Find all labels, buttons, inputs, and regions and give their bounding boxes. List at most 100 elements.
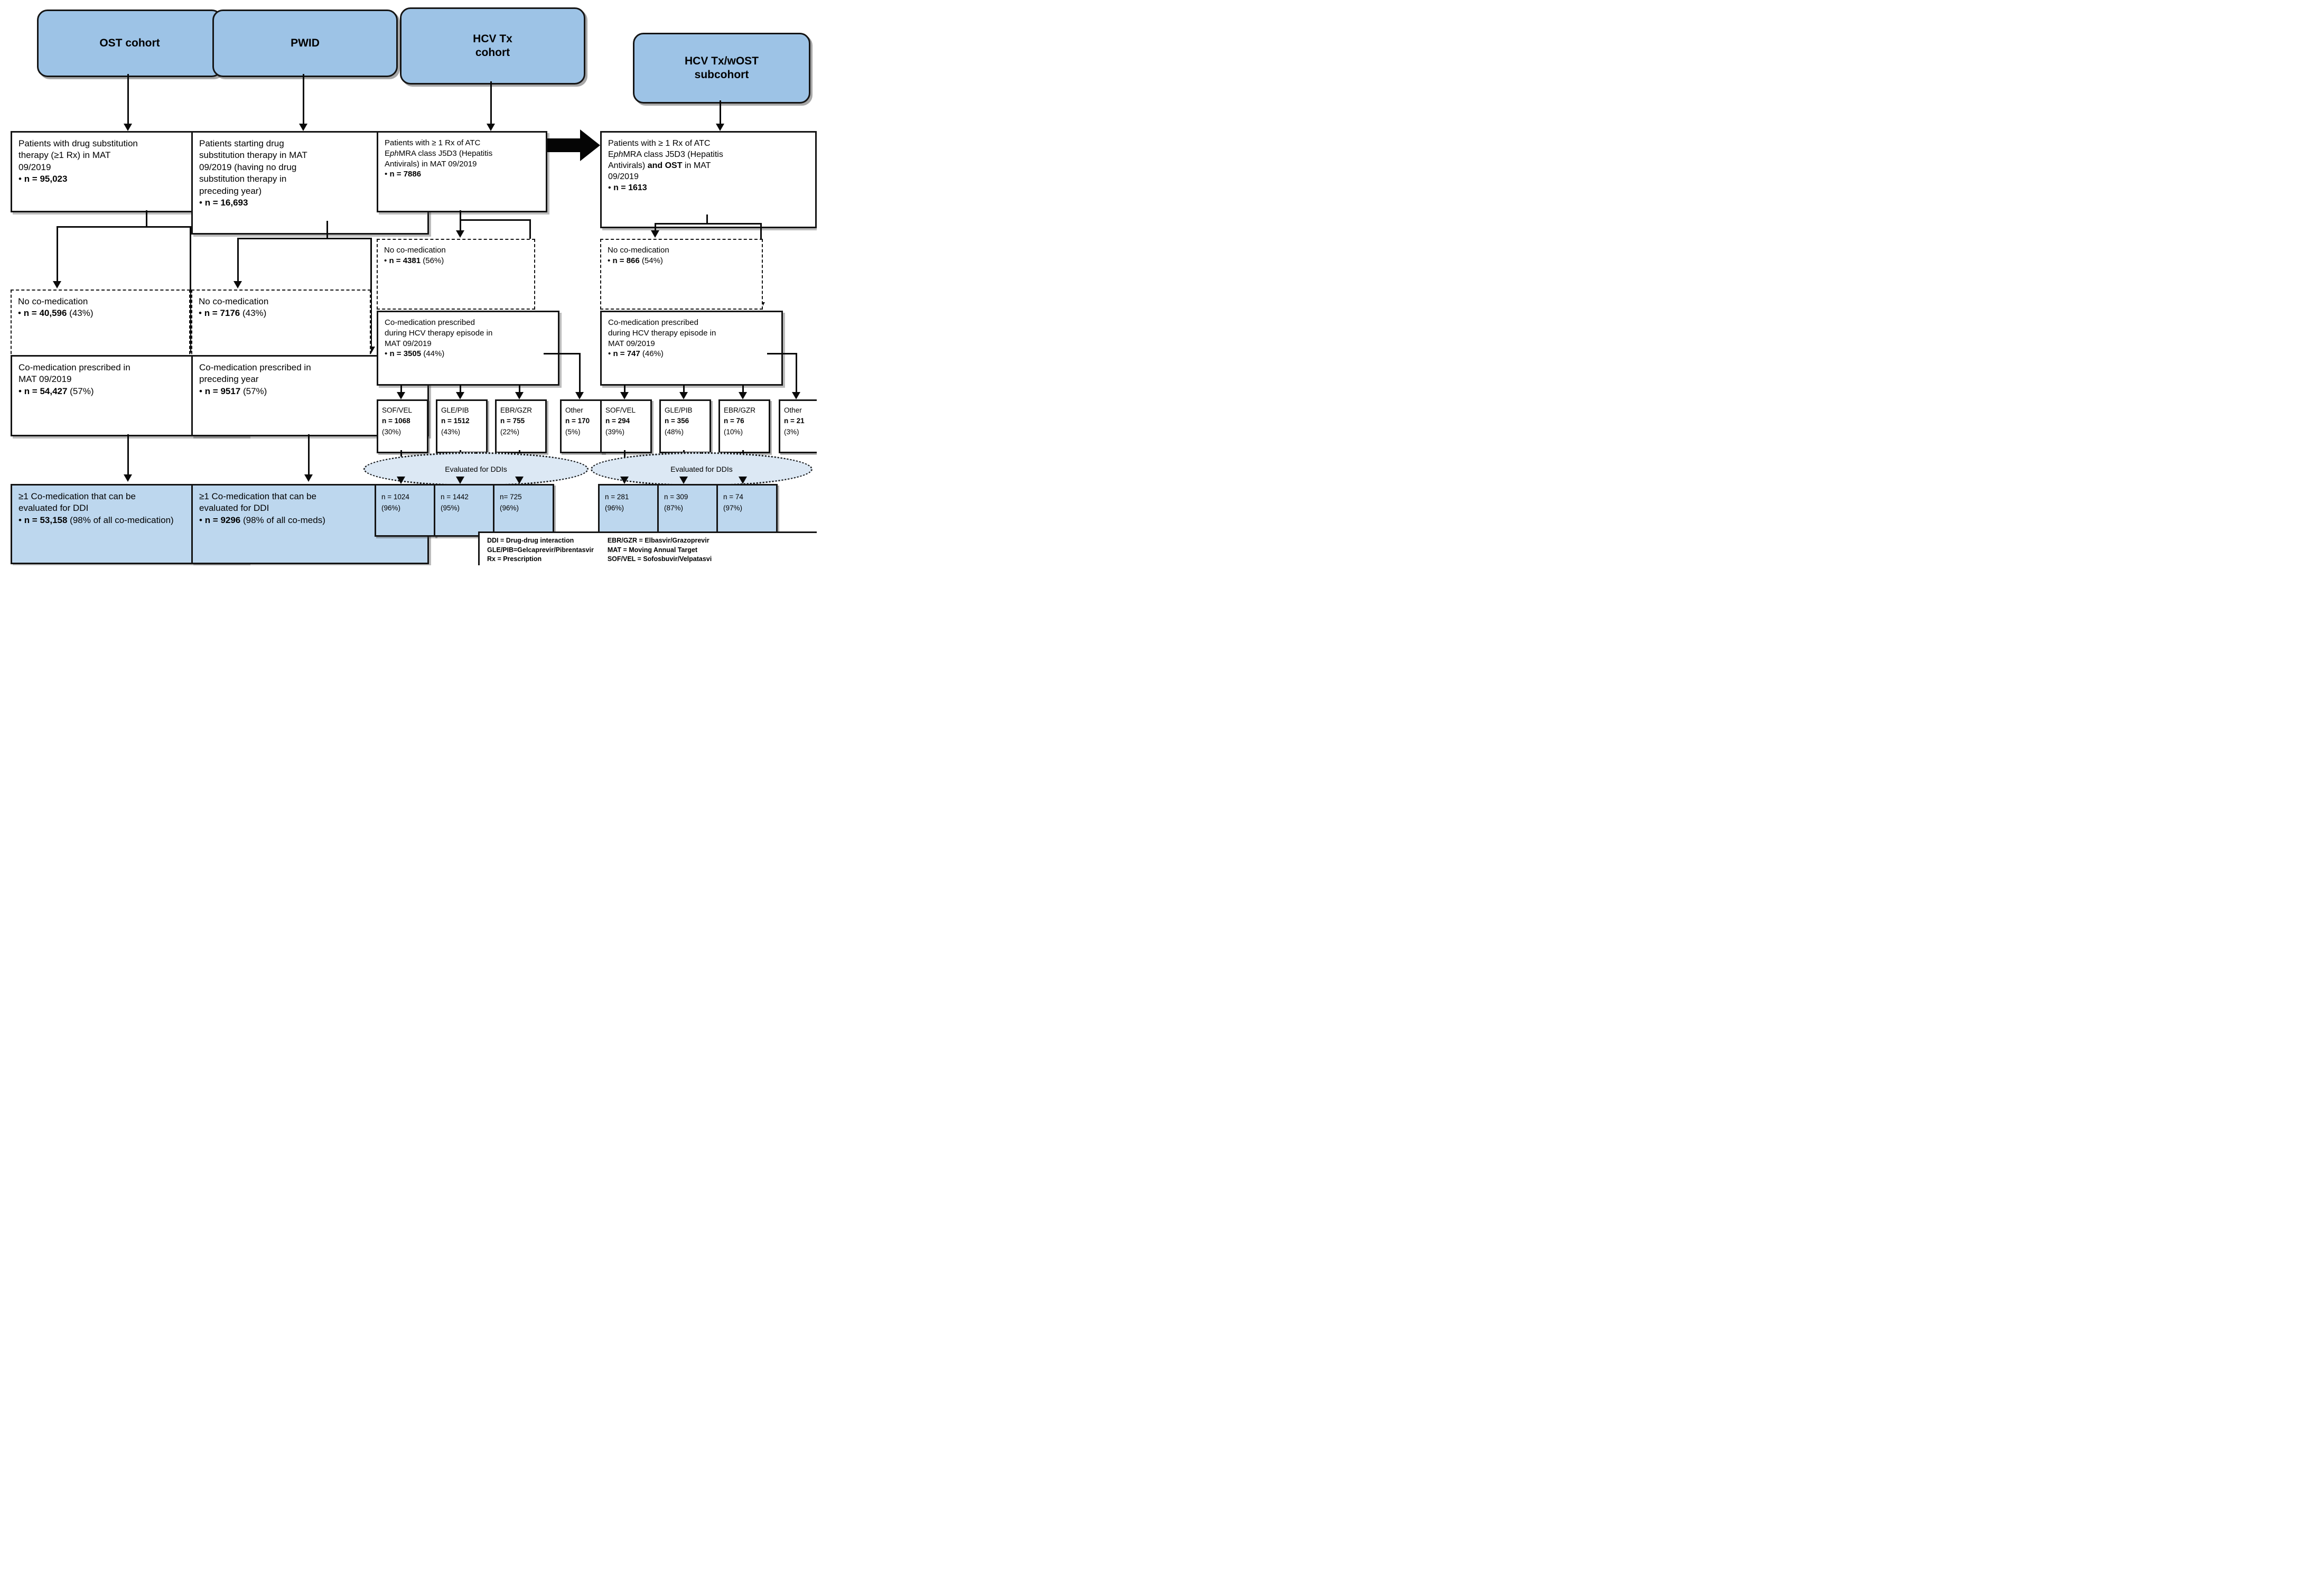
col4-header-label-line1: HCV Tx/wOST — [684, 54, 759, 67]
result-n: n = 309 — [664, 493, 688, 501]
n-value: n = 95,023 — [24, 174, 68, 184]
n-line: • n = 53,158 (98% of all co-medication) — [18, 515, 240, 526]
bullet-icon: • — [199, 515, 202, 525]
col2-header-pill: PWID — [212, 10, 398, 77]
arrowhead-down-icon — [456, 230, 464, 238]
bullet-icon: • — [199, 386, 202, 396]
subbox-pct: (10%) — [724, 427, 743, 436]
n-post: (57%) — [67, 386, 94, 396]
col4-subbox-ebrgzr: EBR/GZR n = 76 (10%) — [718, 399, 770, 453]
col3-subbox-sofvel: SOF/VEL n = 1068 (30%) — [377, 399, 428, 453]
connector-line — [767, 353, 797, 354]
n-value: n = 54,427 — [24, 386, 68, 396]
box-text-line: No co-medication — [608, 246, 669, 255]
n-post: (44%) — [421, 349, 445, 359]
box-text-line: Patients with ≥ 1 Rx of ATC — [608, 139, 711, 148]
connector-line — [57, 226, 58, 281]
n-value: n = 7176 — [204, 308, 240, 319]
result-n: n = 1442 — [441, 493, 469, 501]
col2-box-no-comedication: No co-medication • n = 7176 (43%) — [191, 290, 371, 359]
connector-line — [624, 385, 625, 393]
arrowhead-down-icon — [234, 281, 242, 288]
col3-header-pill: HCV Tx cohort — [400, 7, 585, 85]
col4-result-glepib: n = 309 (87%) — [657, 484, 718, 537]
connector-line — [146, 210, 147, 226]
subbox-n: n = 294 — [605, 417, 630, 425]
connector-line — [460, 219, 530, 221]
box-text-line: Antivirals) in MAT 09/2019 — [385, 159, 477, 169]
subbox-label: GLE/PIB — [441, 406, 469, 414]
n-line: • n = 7886 — [385, 169, 539, 180]
connector-line — [460, 385, 461, 393]
arrowhead-down-icon — [679, 477, 688, 484]
subbox-pct: (3%) — [784, 427, 799, 436]
col3-result-sofvel: n = 1024 (96%) — [375, 484, 436, 537]
bullet-icon: • — [199, 198, 202, 208]
n-line: • n = 866 (54%) — [608, 256, 755, 266]
legend-item: MAT = Moving Annual Target — [607, 546, 698, 554]
n-post: (57%) — [240, 386, 267, 396]
n-post: (43%) — [67, 308, 94, 319]
col4-box-patients: Patients with ≥ 1 Rx of ATC EphMRA class… — [600, 131, 817, 228]
col4-subbox-other: Other n = 21 (3%) — [779, 399, 817, 453]
subbox-pct: (39%) — [605, 427, 625, 436]
legend-box: DDI = Drug-drug interaction GLE/PIB=Gelc… — [478, 531, 817, 565]
connector-line — [303, 74, 304, 124]
subbox-label: Other — [565, 406, 583, 414]
result-pct: (96%) — [605, 503, 624, 512]
box-text-line: evaluated for DDI — [18, 503, 89, 514]
subbox-n: n = 755 — [500, 417, 525, 425]
subbox-label: SOF/VEL — [382, 406, 413, 414]
subbox-pct: (5%) — [565, 427, 581, 436]
col1-header-label: OST cohort — [99, 36, 160, 49]
n-value: n = 3505 — [389, 349, 422, 359]
subbox-label: SOF/VEL — [605, 406, 636, 414]
bullet-icon: • — [608, 256, 611, 265]
box-text-line: during HCV therapy episode in — [608, 328, 716, 338]
subbox-pct: (48%) — [665, 427, 684, 436]
result-n: n= 725 — [500, 493, 522, 501]
connector-line — [655, 223, 656, 230]
col4-header-label-line2: subcohort — [694, 69, 749, 81]
col1-box-no-comedication: No co-medication • n = 40,596 (43%) — [11, 290, 190, 359]
box-text-line: Co-medication prescribed in — [18, 362, 130, 372]
box-text-line: 09/2019 (having no drug — [199, 162, 297, 172]
box-text-line: evaluated for DDI — [199, 503, 269, 514]
connector-line — [544, 353, 581, 354]
flow-diagram: OST cohort Patients with drug substituti… — [0, 0, 817, 565]
box-text-line: No co-medication — [384, 246, 446, 255]
box-text-line: preceding year) — [199, 185, 262, 196]
col3-result-ebrgzr: n= 725 (96%) — [493, 484, 554, 537]
connector-line — [706, 214, 708, 223]
subbox-label: GLE/PIB — [665, 406, 693, 414]
arrowhead-down-icon — [620, 477, 629, 484]
result-n: n = 1024 — [381, 493, 409, 501]
n-value: n = 9517 — [204, 386, 241, 396]
legend-item: EBR/GZR = Elbasvir/Grazoprevir — [607, 537, 709, 544]
arrowhead-down-icon — [456, 477, 464, 484]
connector-line — [579, 353, 581, 393]
connector-line — [742, 385, 744, 393]
connector-line — [238, 238, 371, 239]
connector-line — [655, 223, 761, 225]
box-text-line: ≥1 Co-medication that can be — [199, 491, 316, 501]
subbox-label: EBR/GZR — [500, 406, 533, 414]
box-text-line: No co-medication — [199, 296, 269, 306]
arrowhead-down-icon — [53, 281, 61, 288]
legend-item: GLE/PIB=Gelcaprevir/Pibrentasvir — [487, 546, 594, 554]
subcohort-flow-arrow-head-icon — [580, 129, 600, 161]
col4-subbox-glepib: GLE/PIB n = 356 (48%) — [659, 399, 711, 453]
box-text-line: MAT 09/2019 — [385, 339, 432, 348]
subbox-n: n = 1068 — [382, 417, 410, 425]
legend-item: DDI = Drug-drug interaction — [487, 537, 574, 544]
subbox-label: Other — [784, 406, 802, 414]
n-line: • n = 54,427 (57%) — [18, 386, 240, 397]
bullet-icon: • — [199, 308, 202, 319]
bullet-icon: • — [18, 386, 22, 396]
n-value: n = 747 — [613, 349, 640, 359]
connector-line — [57, 226, 191, 228]
col4-header-pill: HCV Tx/wOST subcohort — [633, 33, 810, 104]
subbox-n: n = 170 — [565, 417, 590, 425]
connector-line — [720, 100, 721, 124]
arrowhead-down-icon — [124, 124, 132, 131]
